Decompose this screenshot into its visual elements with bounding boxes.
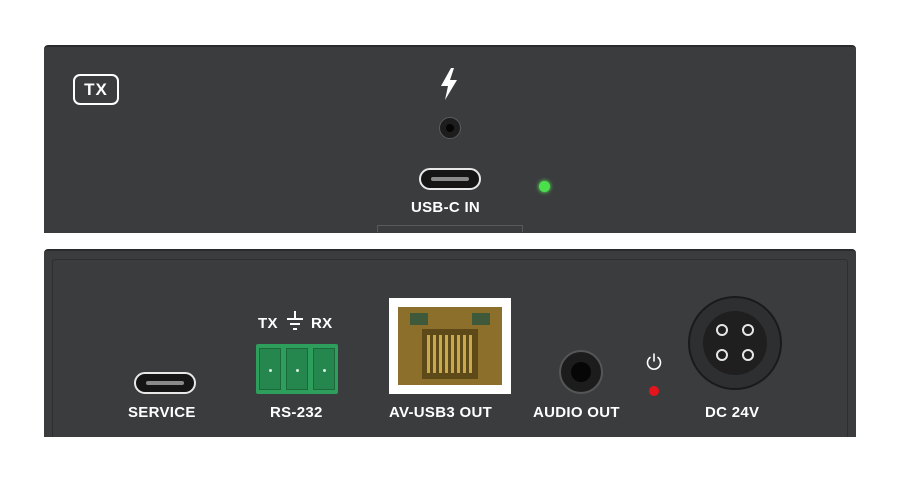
panel-bevel bbox=[52, 259, 848, 437]
dc-pin bbox=[716, 324, 728, 336]
status-led bbox=[539, 181, 550, 192]
bolt-icon bbox=[441, 68, 457, 100]
rj45-body bbox=[398, 307, 502, 385]
rj45-port-icon[interactable] bbox=[389, 298, 511, 394]
usb-c-in-label: USB-C IN bbox=[411, 199, 481, 216]
power-icon bbox=[646, 353, 662, 370]
dc-pin bbox=[716, 349, 728, 361]
dc-pin bbox=[742, 324, 754, 336]
panel-tab bbox=[377, 225, 523, 232]
usb-c-in-port[interactable] bbox=[419, 168, 481, 190]
rj45-led-right bbox=[472, 313, 490, 325]
rj45-cavity bbox=[422, 329, 478, 379]
dc-24v-label: DC 24V bbox=[705, 404, 760, 421]
av-usb3-out-label: AV-USB3 OUT bbox=[389, 404, 493, 421]
rs232-terminal-block[interactable] bbox=[256, 344, 338, 394]
terminal-slot bbox=[259, 348, 281, 390]
audio-jack-icon[interactable] bbox=[559, 350, 603, 394]
rs232-label: RS-232 bbox=[270, 404, 323, 421]
rj45-led-left bbox=[410, 313, 428, 325]
power-led bbox=[649, 386, 659, 396]
ground-icon bbox=[287, 311, 303, 330]
audio-out-label: AUDIO OUT bbox=[533, 404, 620, 421]
dc-pin bbox=[742, 349, 754, 361]
dc-connector-face bbox=[703, 311, 767, 375]
tx-badge: TX bbox=[73, 74, 119, 105]
terminal-slot bbox=[286, 348, 308, 390]
power-jack[interactable] bbox=[439, 117, 461, 139]
terminal-slot bbox=[313, 348, 335, 390]
rs232-tx-label: TX bbox=[258, 315, 278, 332]
service-port[interactable] bbox=[134, 372, 196, 394]
rs232-rx-label: RX bbox=[311, 315, 333, 332]
service-label: SERVICE bbox=[128, 404, 196, 421]
